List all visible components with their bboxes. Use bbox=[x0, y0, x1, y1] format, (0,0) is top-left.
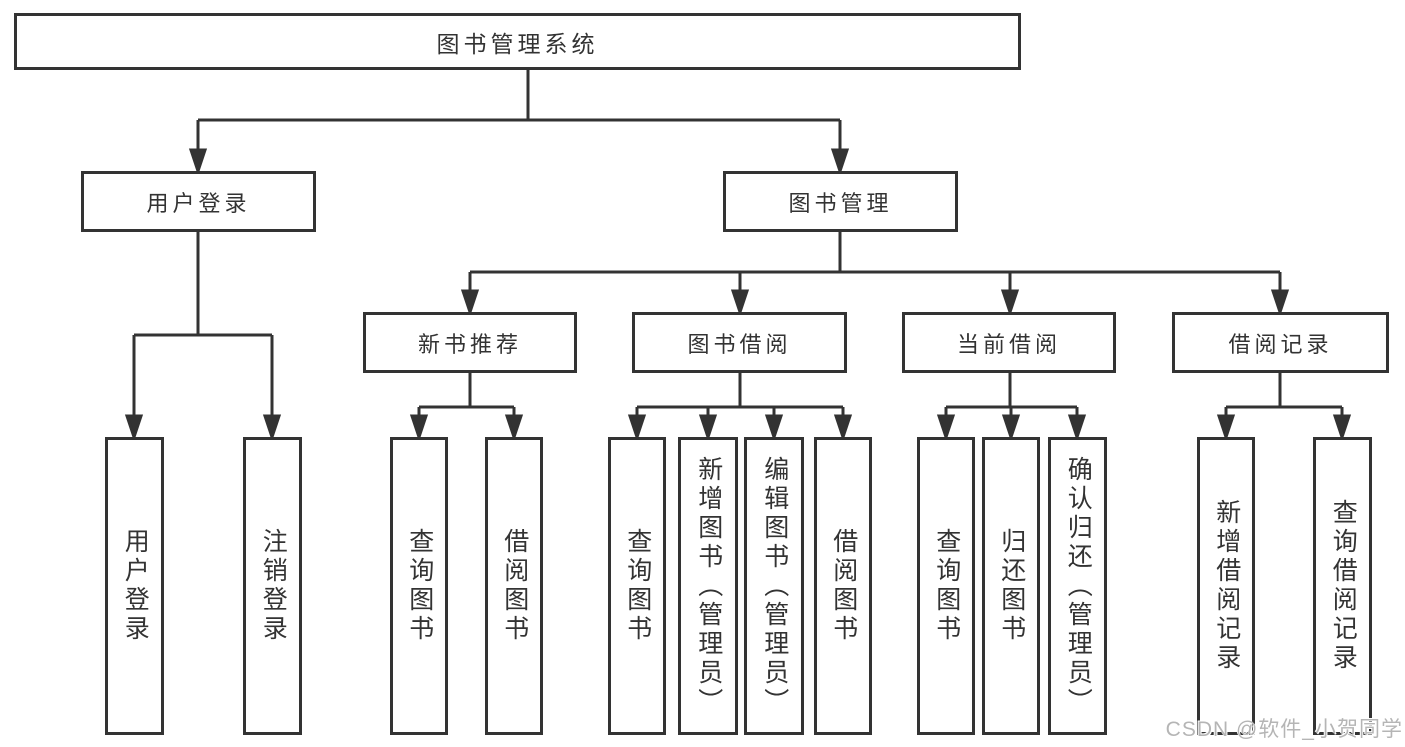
arrowhead bbox=[1067, 414, 1087, 442]
connector-book-management-sections bbox=[460, 232, 1290, 317]
arrowhead bbox=[1216, 414, 1236, 442]
leaf-query-books-borrow-label: 查询图书 bbox=[623, 528, 652, 644]
leaf-return-books-label: 归还图书 bbox=[997, 528, 1026, 644]
node-new-book-recommend: 新书推荐 bbox=[363, 312, 577, 373]
node-new-book-recommend-label: 新书推荐 bbox=[417, 331, 522, 357]
leaf-logout-label: 注销登录 bbox=[259, 528, 288, 644]
arrowhead bbox=[764, 414, 784, 442]
node-current-borrow: 当前借阅 bbox=[902, 312, 1116, 373]
leaf-borrow-books-recommend: 借阅图书 bbox=[485, 437, 543, 735]
leaf-query-books-borrow: 查询图书 bbox=[608, 437, 666, 735]
node-borrow-records: 借阅记录 bbox=[1172, 312, 1389, 373]
connector-new-book-recommend-children bbox=[409, 373, 524, 442]
arrowhead bbox=[833, 414, 853, 442]
arrowhead bbox=[460, 289, 480, 317]
node-user-login-label: 用户登录 bbox=[146, 190, 251, 216]
node-book-management-label: 图书管理 bbox=[788, 190, 893, 216]
node-root: 图书管理系统 bbox=[14, 13, 1021, 70]
arrowhead bbox=[830, 148, 850, 176]
arrowhead bbox=[124, 414, 144, 442]
arrowhead bbox=[1270, 289, 1290, 317]
leaf-user-login: 用户登录 bbox=[105, 437, 164, 735]
leaf-confirm-return-admin: 确认归还（管理员） bbox=[1048, 437, 1107, 735]
arrowhead bbox=[1000, 289, 1020, 317]
leaf-query-books-current: 查询图书 bbox=[917, 437, 975, 735]
arrowhead bbox=[936, 414, 956, 442]
leaf-add-borrow-record-label: 新增借阅记录 bbox=[1212, 499, 1241, 673]
leaf-query-books-recommend: 查询图书 bbox=[390, 437, 448, 735]
leaf-query-borrow-record: 查询借阅记录 bbox=[1313, 437, 1372, 735]
leaf-borrow-books: 借阅图书 bbox=[814, 437, 872, 735]
connector-root-to-level2 bbox=[188, 70, 850, 176]
node-book-borrow-label: 图书借阅 bbox=[687, 331, 792, 357]
leaf-query-books-recommend-label: 查询图书 bbox=[405, 528, 434, 644]
node-book-management: 图书管理 bbox=[723, 171, 958, 232]
leaf-query-books-current-label: 查询图书 bbox=[932, 528, 961, 644]
connector-borrow-records-children bbox=[1216, 373, 1352, 442]
leaf-add-books-admin-label: 新增图书（管理员） bbox=[694, 455, 723, 717]
node-user-login: 用户登录 bbox=[81, 171, 316, 232]
arrowhead bbox=[730, 289, 750, 317]
leaf-add-books-admin: 新增图书（管理员） bbox=[678, 437, 738, 735]
arrowhead bbox=[1001, 414, 1021, 442]
connector-user-login-children bbox=[124, 232, 282, 442]
connector-book-borrow-children bbox=[627, 373, 853, 442]
arrowhead bbox=[262, 414, 282, 442]
leaf-borrow-books-recommend-label: 借阅图书 bbox=[500, 528, 529, 644]
leaf-confirm-return-admin-label: 确认归还（管理员） bbox=[1064, 455, 1093, 717]
leaf-borrow-books-label: 借阅图书 bbox=[829, 528, 858, 644]
arrowhead bbox=[504, 414, 524, 442]
arrowhead bbox=[698, 414, 718, 442]
connector-current-borrow-children bbox=[936, 373, 1087, 442]
node-book-borrow: 图书借阅 bbox=[632, 312, 847, 373]
leaf-edit-books-admin-label: 编辑图书（管理员） bbox=[760, 455, 789, 717]
arrowhead bbox=[1332, 414, 1352, 442]
arrowhead bbox=[188, 148, 208, 176]
leaf-edit-books-admin: 编辑图书（管理员） bbox=[744, 437, 804, 735]
arrowhead bbox=[627, 414, 647, 442]
leaf-user-login-label: 用户登录 bbox=[121, 528, 150, 644]
node-current-borrow-label: 当前借阅 bbox=[956, 331, 1061, 357]
arrowhead bbox=[409, 414, 429, 442]
csdn-watermark: CSDN @软件_小贺同学 bbox=[1165, 718, 1403, 741]
leaf-query-borrow-record-label: 查询借阅记录 bbox=[1329, 499, 1358, 673]
leaf-logout: 注销登录 bbox=[243, 437, 302, 735]
leaf-add-borrow-record: 新增借阅记录 bbox=[1197, 437, 1255, 735]
node-borrow-records-label: 借阅记录 bbox=[1228, 331, 1333, 357]
leaf-return-books: 归还图书 bbox=[982, 437, 1040, 735]
node-root-label: 图书管理系统 bbox=[436, 30, 599, 57]
